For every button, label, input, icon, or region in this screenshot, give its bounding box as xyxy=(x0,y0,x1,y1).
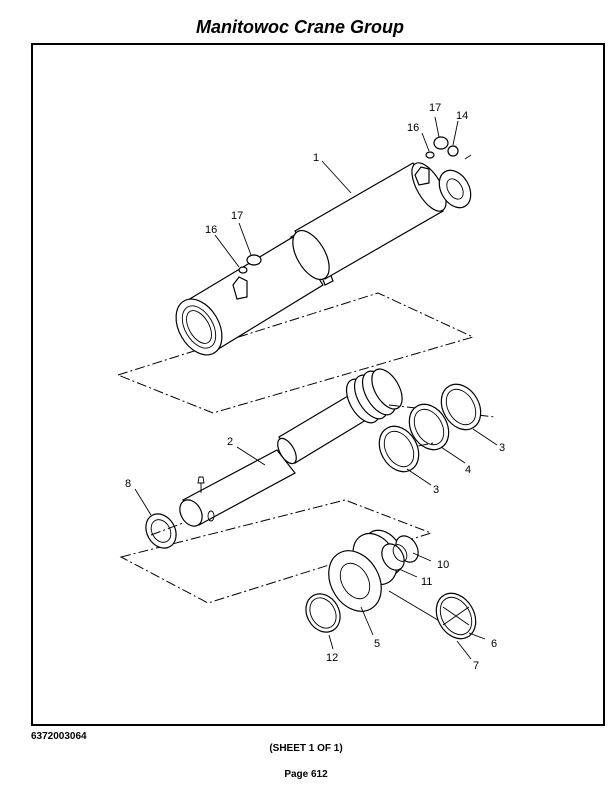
barrel-mount-eye-hole xyxy=(446,178,464,200)
barrel-bore-end xyxy=(175,298,223,356)
barrel-bore-inner xyxy=(181,305,217,349)
callout-7: 7 xyxy=(473,660,479,672)
callout-17-left: 17 xyxy=(231,210,243,222)
o-ring-right xyxy=(425,151,435,159)
breather-cap-left xyxy=(246,254,262,266)
leader-17-right xyxy=(434,116,440,138)
o-ring-12-inner xyxy=(309,597,337,629)
leader-17-left xyxy=(238,222,252,256)
leader-12 xyxy=(328,634,334,650)
callout-1: 1 xyxy=(313,152,319,164)
leader-lines xyxy=(134,116,498,660)
callout-17-right: 17 xyxy=(429,102,441,114)
leader-16-left xyxy=(214,234,240,268)
callout-16-left: 16 xyxy=(205,224,217,236)
sheet-label: (SHEET 1 OF 1) xyxy=(269,743,343,754)
callout-3b: 3 xyxy=(433,484,439,496)
leader-10 xyxy=(412,552,432,562)
rod-break xyxy=(277,437,297,465)
leader-3a xyxy=(472,428,498,446)
seal-ring-4 xyxy=(408,403,450,451)
leader-4 xyxy=(440,446,466,464)
piston-seals xyxy=(378,383,496,473)
callout-12: 12 xyxy=(326,652,338,664)
rod-assembly xyxy=(119,368,433,604)
leader-14 xyxy=(452,120,459,146)
page-title: Manitowoc Crane Group xyxy=(195,17,404,37)
callout-6: 6 xyxy=(491,638,497,650)
leader-8 xyxy=(134,488,152,516)
rod-grease-fitting xyxy=(197,476,205,493)
callout-5: 5 xyxy=(374,638,380,650)
head-gland-front xyxy=(328,550,382,612)
callout-numbers: 1 2 3 3 4 5 6 7 8 10 11 12 14 16 16 17 1… xyxy=(125,102,505,672)
callout-4: 4 xyxy=(465,464,471,476)
barrel-break-right xyxy=(292,229,330,281)
leader-2 xyxy=(236,446,266,466)
rod-wiper xyxy=(145,513,177,549)
wear-ring-3b-inner xyxy=(383,430,415,468)
head-gland-bore xyxy=(339,562,371,600)
leader-3b xyxy=(406,468,432,486)
callout-11: 11 xyxy=(421,576,432,588)
barrel-phantom-box xyxy=(116,292,475,414)
page-number: Page 612 xyxy=(284,769,328,780)
o-ring-12 xyxy=(305,593,341,633)
rod-phantom-box xyxy=(119,499,433,604)
callout-16-right: 16 xyxy=(407,122,419,134)
rod-seal-inner xyxy=(392,544,408,562)
barrel-mount-eye xyxy=(438,169,472,209)
fitting-screw xyxy=(464,154,472,160)
leader-11 xyxy=(398,568,418,578)
leader-1 xyxy=(321,160,352,194)
grease-fitting xyxy=(447,145,459,157)
exploded-parts-diagram: 1 2 3 3 4 5 6 7 8 10 11 12 14 16 16 17 1… xyxy=(116,102,505,672)
seal-ring-4-inner xyxy=(413,408,445,446)
rod-eye-hole xyxy=(207,510,215,522)
rod-piston-4 xyxy=(371,368,403,410)
leader-7 xyxy=(456,640,472,660)
head-gland-assembly xyxy=(305,529,477,640)
leader-5 xyxy=(360,606,374,636)
wear-ring-3a xyxy=(440,383,482,431)
wiper-centerline xyxy=(150,522,184,536)
leader-6 xyxy=(468,632,486,640)
callout-2: 2 xyxy=(227,436,233,448)
wear-ring-3b xyxy=(378,425,420,473)
barrel-assembly xyxy=(116,136,475,414)
leader-16-right xyxy=(421,132,430,152)
port-right xyxy=(414,166,430,186)
diagram-frame: 1 2 3 3 4 5 6 7 8 10 11 12 14 16 16 17 1… xyxy=(31,43,605,726)
port-left xyxy=(232,276,248,300)
o-ring-left xyxy=(238,266,248,274)
seal-6-cross xyxy=(442,606,470,626)
breather-cap-right xyxy=(433,136,449,150)
rod-wiper-inner xyxy=(150,519,172,543)
callout-10: 10 xyxy=(437,559,449,571)
rod-eye-end xyxy=(179,499,203,527)
callout-3a: 3 xyxy=(499,442,505,454)
wear-ring-3a-inner xyxy=(445,388,477,426)
callout-14: 14 xyxy=(456,110,468,122)
callout-8: 8 xyxy=(125,478,131,490)
document-number: 6372003064 xyxy=(31,731,87,742)
seal-6-inner xyxy=(439,596,473,636)
barrel-bore-thread xyxy=(186,310,212,344)
